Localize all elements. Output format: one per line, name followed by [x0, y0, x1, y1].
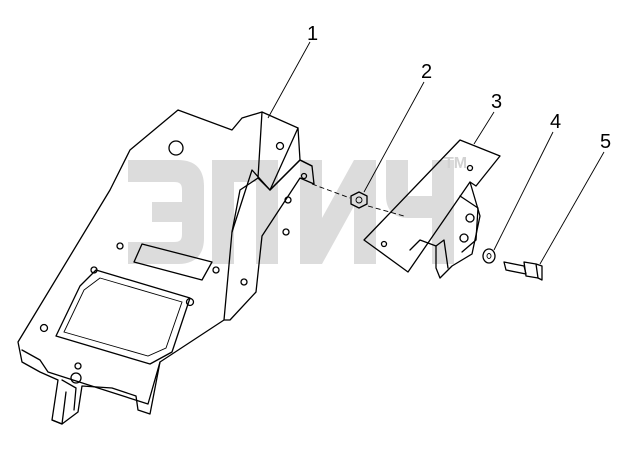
- leader-lines: [267, 41, 605, 265]
- assembly-centerline: [311, 183, 405, 217]
- callout-5: 5: [600, 131, 611, 153]
- watermark-logo: TM: [128, 155, 467, 264]
- part-2-nut: [350, 191, 368, 209]
- callout-1: 1: [307, 23, 318, 45]
- callout-2: 2: [421, 61, 432, 83]
- callout-3: 3: [491, 91, 502, 113]
- part-4-washer: [482, 248, 496, 264]
- trademark-mark: TM: [444, 155, 467, 172]
- callout-4: 4: [550, 111, 561, 133]
- part-5-bolt: [503, 261, 543, 281]
- part-3-switch-bracket: [363, 139, 501, 279]
- part-1-mounting-bracket: [17, 109, 315, 425]
